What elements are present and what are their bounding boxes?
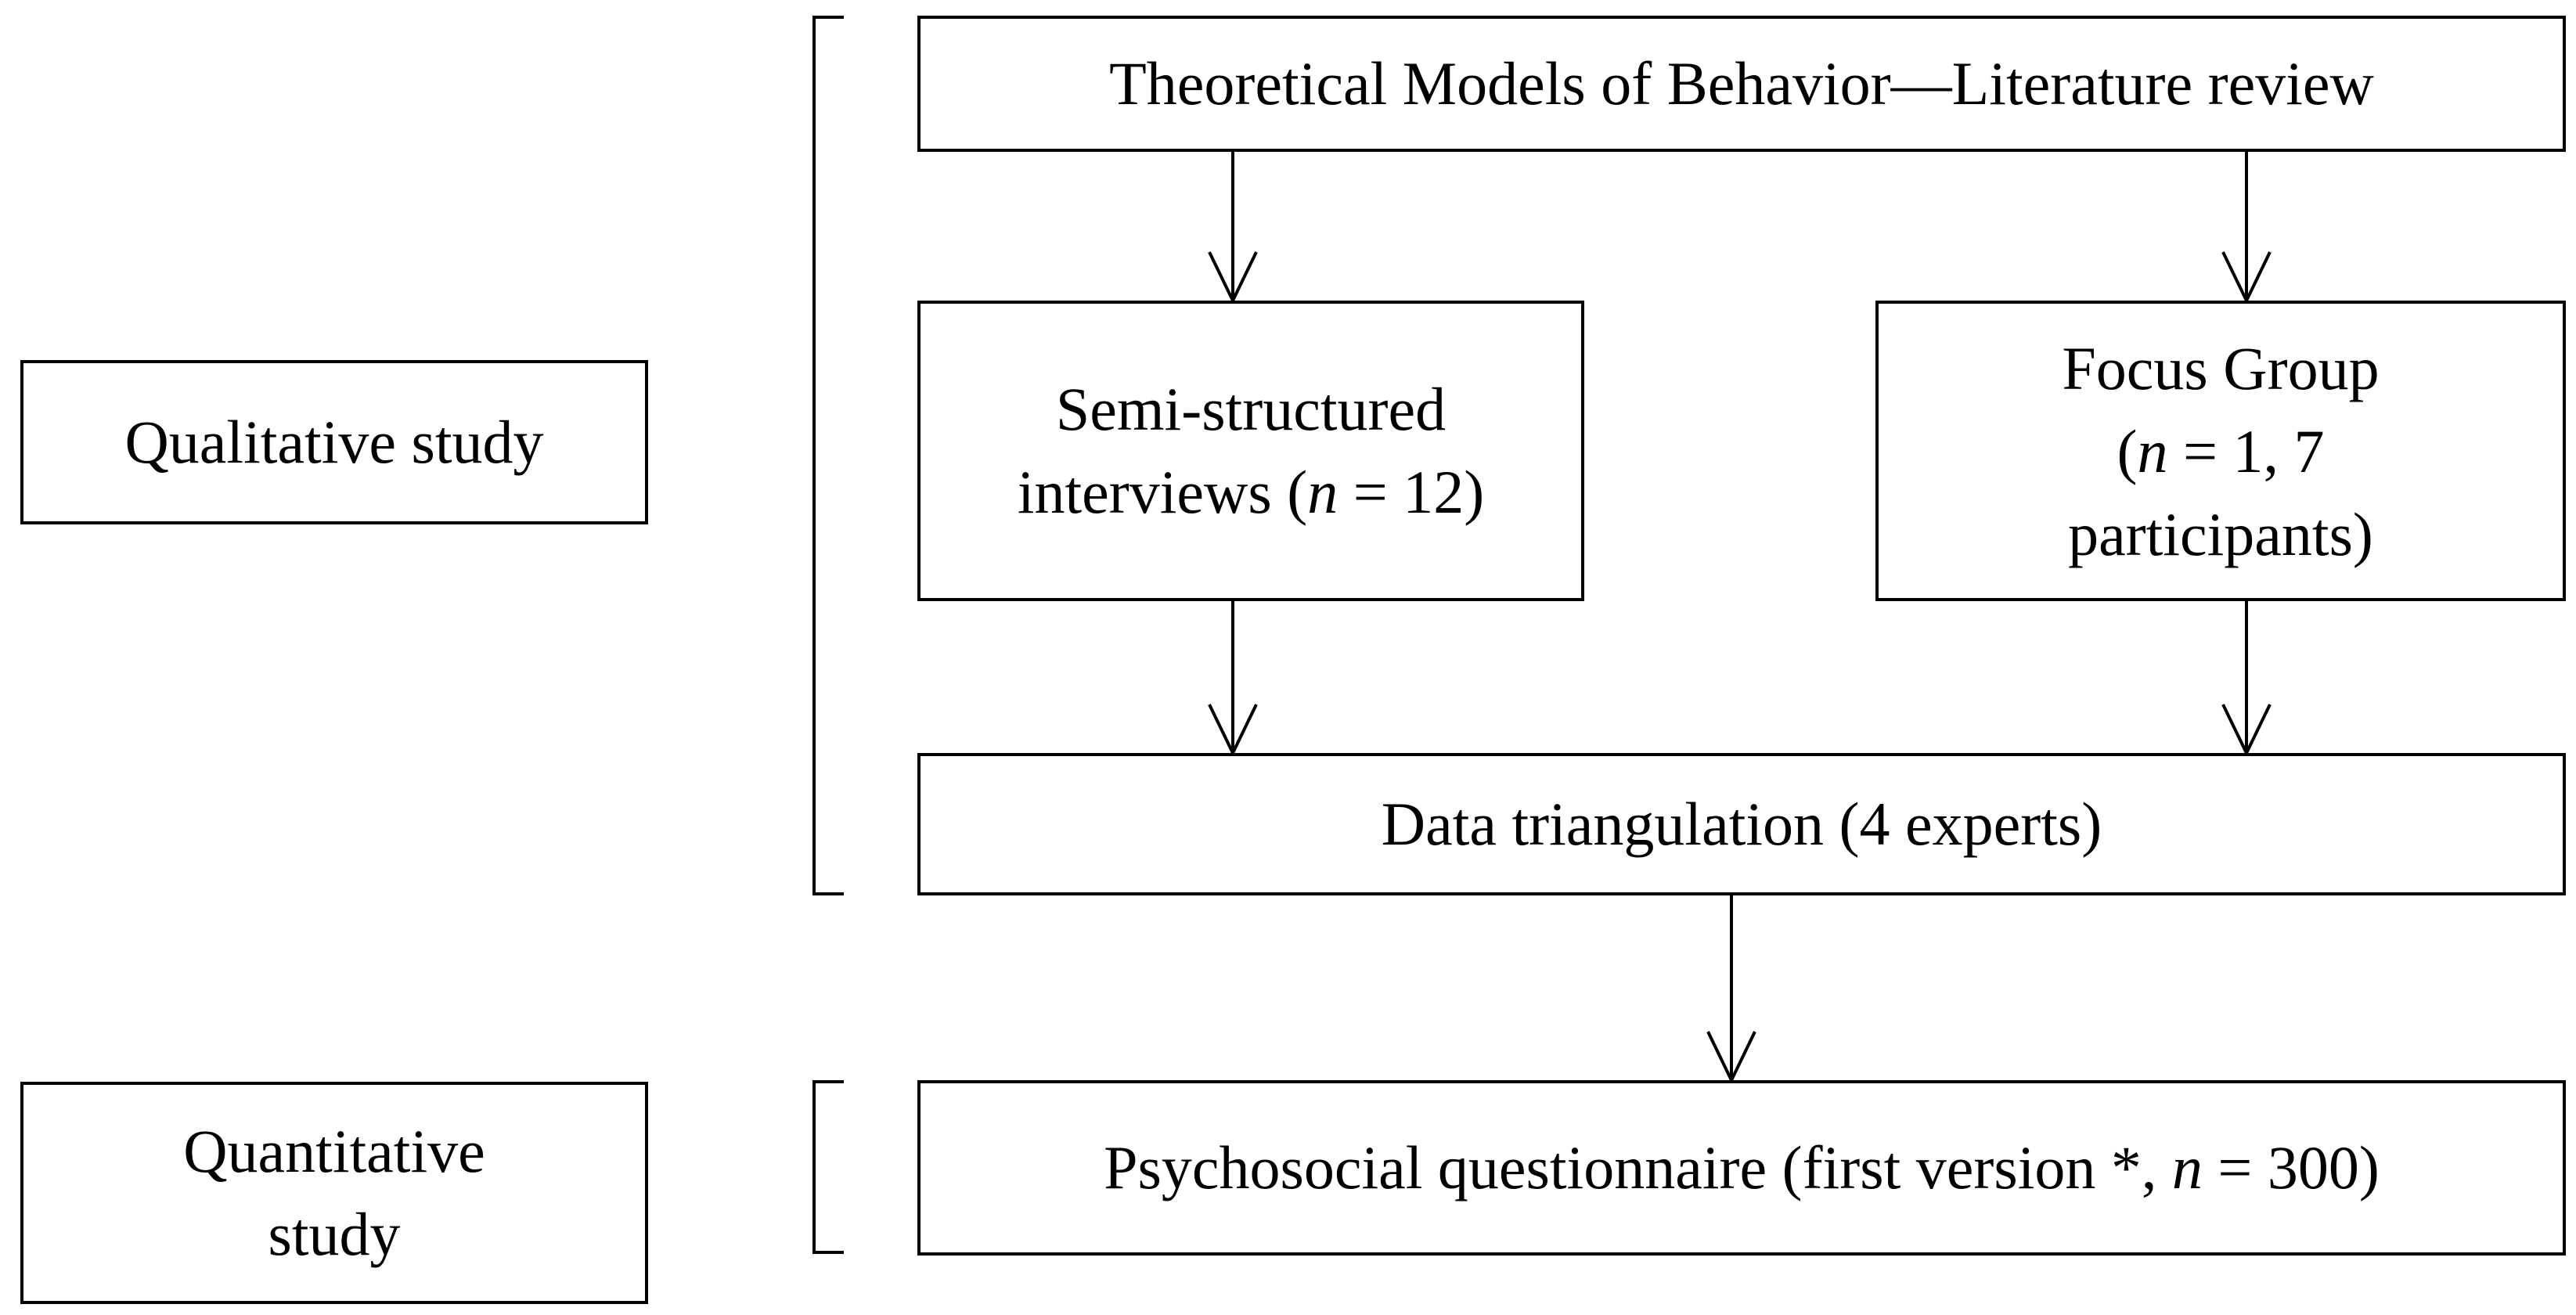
qualitative-study-label: Qualitative study (20, 360, 648, 524)
focus-group-line2: (n = 1, 7 (2117, 410, 2325, 493)
focus-group-line2-suffix: = 1, 7 (2167, 417, 2325, 486)
data-triangulation-text: Data triangulation (4 experts) (1381, 789, 2102, 858)
interviews-line2-suffix: = 12) (1338, 458, 1485, 526)
data-triangulation-box: Data triangulation (4 experts) (917, 753, 2566, 895)
quantitative-bracket (812, 1080, 844, 1254)
arrow-focus-group-to-triangulation (2221, 600, 2272, 757)
psychosocial-questionnaire-box: Psychosocial questionnaire (first versio… (917, 1080, 2566, 1256)
focus-group-line1: Focus Group (2062, 334, 2380, 402)
arrow-theory-to-interviews (1208, 150, 1258, 304)
arrow-interviews-to-triangulation (1208, 600, 1258, 757)
focus-group-n-symbol: n (2137, 417, 2168, 486)
questionnaire-prefix: Psychosocial questionnaire (first versio… (1104, 1133, 2172, 1202)
interviews-line1: Semi-structured (1055, 374, 1447, 443)
qualitative-bracket (812, 16, 844, 895)
qualitative-study-text: Qualitative study (124, 407, 544, 476)
focus-group-line3: participants) (2068, 500, 2373, 569)
quantitative-study-label: Quantitative study (20, 1082, 648, 1304)
semi-structured-interviews-box: Semi-structured interviews (n = 12) (917, 301, 1584, 601)
focus-group-line2-prefix: ( (2117, 417, 2138, 486)
questionnaire-n-symbol: n (2171, 1133, 2203, 1202)
arrow-theory-to-focus-group (2221, 150, 2272, 304)
interviews-line2: interviews (n = 12) (1018, 451, 1484, 534)
arrow-triangulation-to-questionnaire (1706, 894, 1756, 1084)
interviews-line2-prefix: interviews ( (1017, 458, 1308, 526)
theoretical-models-text: Theoretical Models of Behavior—Literatur… (1109, 49, 2374, 117)
quantitative-study-line1: Quantitative (183, 1116, 485, 1185)
questionnaire-suffix: = 300) (2202, 1133, 2380, 1202)
theoretical-models-box: Theoretical Models of Behavior—Literatur… (917, 16, 2566, 152)
interviews-n-symbol: n (1307, 458, 1338, 526)
focus-group-box: Focus Group (n = 1, 7 participants) (1875, 301, 2566, 601)
quantitative-study-line2: study (268, 1200, 401, 1268)
questionnaire-text: Psychosocial questionnaire (first versio… (1104, 1126, 2380, 1209)
